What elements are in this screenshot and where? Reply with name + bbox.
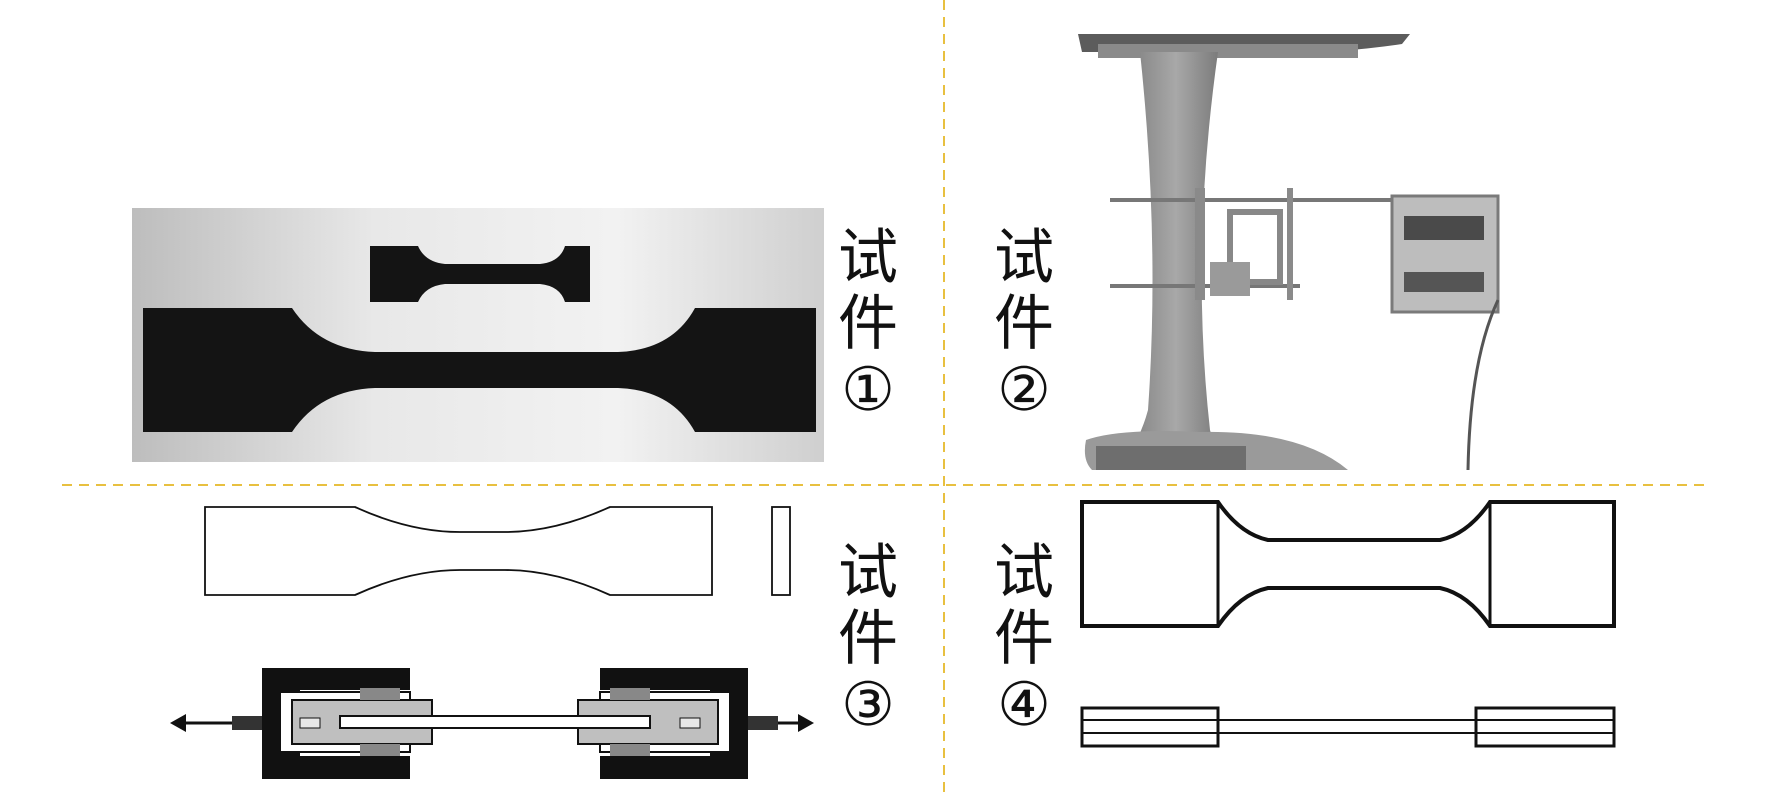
specimen-3-side-view [771, 506, 791, 596]
specimen-1-label-num: ① [841, 355, 895, 425]
specimen-2-label-char1: 试 [994, 223, 1054, 293]
specimen-3-fixture [170, 668, 814, 779]
specimen-3-outline [204, 506, 713, 596]
large-dogbone-specimen [143, 308, 816, 432]
right-arrowhead [798, 714, 814, 732]
specimen-3-drawing [204, 506, 791, 596]
extensometer-readout [1390, 194, 1500, 314]
specimen-1-photo [132, 208, 824, 462]
specimen-4-label: 试 件 ④ [988, 540, 1060, 738]
specimen-4-side-view [1080, 706, 1616, 748]
specimen-2-label: 试 件 ② [988, 225, 1060, 423]
specimen-1-label-char2: 件 [838, 289, 898, 359]
specimen-4-label-char1: 试 [994, 538, 1054, 608]
specimen-2-label-num: ② [997, 355, 1051, 425]
left-arrowhead [170, 714, 186, 732]
specimen-3-label-char1: 试 [838, 538, 898, 608]
specimen-3-label: 试 件 ③ [832, 540, 904, 738]
specimen-3-label-char2: 件 [838, 604, 898, 674]
specimen-4-label-num: ④ [997, 670, 1051, 740]
specimen-4-top-view [1080, 500, 1616, 628]
specimen-4-drawing [1080, 500, 1616, 628]
specimen-2-label-char2: 件 [994, 289, 1054, 359]
specimen-2-photo [1078, 34, 1500, 471]
column-specimen [1120, 52, 1232, 470]
specimen-1-label: 试 件 ① [832, 225, 904, 423]
specimen-1-label-char1: 试 [838, 223, 898, 293]
specimen-3-label-num: ③ [841, 670, 895, 740]
small-dogbone-specimen [370, 246, 590, 302]
specimen-4-label-char2: 件 [994, 604, 1054, 674]
